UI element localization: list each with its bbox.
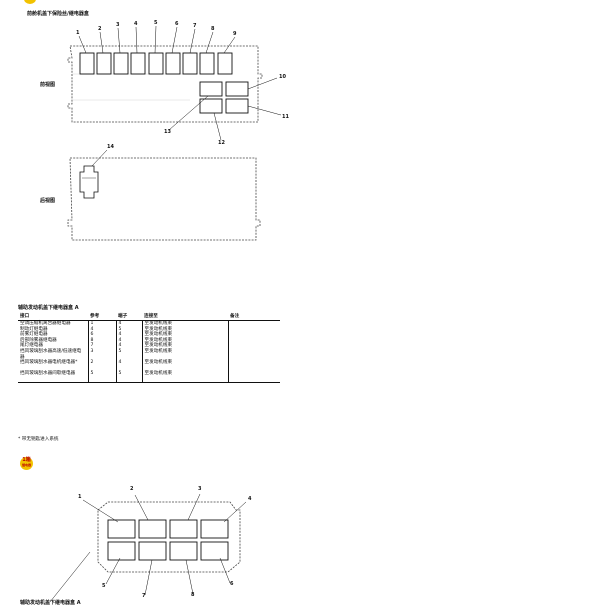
d3-callout-3: 3: [198, 486, 202, 492]
callout-8: 8: [211, 26, 215, 32]
callout-1: 1: [76, 30, 80, 36]
callout-13: 13: [164, 129, 171, 135]
col-header-terminal: 端子: [116, 314, 142, 321]
diagram1-heading: 前舱机盖下保险丝/继电器盒: [27, 11, 89, 17]
d3-callout-5: 5: [102, 583, 106, 589]
rear-view-diagram: [67, 149, 261, 241]
table-title: 辅助发动机盖下继电器盒 A: [18, 305, 79, 311]
d3-callout-8: 8: [191, 592, 195, 598]
callout-4: 4: [134, 21, 138, 27]
d3-callout-4: 4: [248, 496, 252, 502]
callout-14: 14: [107, 144, 114, 150]
footnote: * 带无钥匙进入系统: [18, 437, 59, 442]
d3-callout-7: 7: [142, 593, 146, 599]
d3-callout-1: 1: [78, 494, 82, 500]
d3-callout-2: 2: [130, 486, 134, 492]
callout-6: 6: [175, 21, 179, 27]
col-header-note: 备注: [228, 314, 280, 321]
d3-callout-6: 6: [230, 581, 234, 587]
section-badge: 1箱 继电器: [20, 457, 33, 470]
col-header-port: 接口: [18, 314, 88, 321]
col-header-connect: 连接至: [142, 314, 228, 321]
top-badge: [24, 0, 36, 4]
callout-9: 9: [233, 31, 237, 37]
callout-2: 2: [98, 26, 102, 32]
callout-7: 7: [193, 23, 197, 29]
col-header-ref: 参考: [88, 314, 116, 321]
front-view-label: 前视图: [40, 82, 56, 88]
callout-12: 12: [218, 140, 225, 146]
callout-10: 10: [279, 74, 286, 80]
relay-box-diagram: [49, 493, 247, 603]
front-view-diagram: [67, 25, 282, 141]
callout-3: 3: [116, 22, 120, 28]
callout-11: 11: [282, 114, 289, 120]
rear-view-label: 后视图: [40, 198, 56, 204]
callout-5: 5: [154, 20, 158, 26]
d3-bottom-label: 辅助发动机盖下继电器盒 A: [20, 600, 81, 606]
